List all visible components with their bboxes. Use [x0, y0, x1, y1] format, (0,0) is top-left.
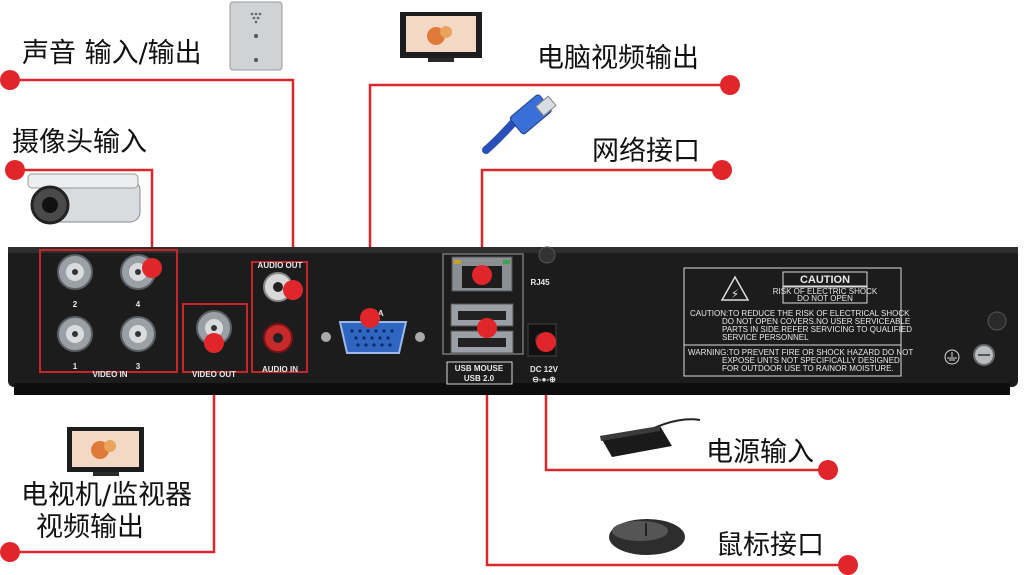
audio-out-label: AUDIO OUT: [258, 261, 303, 270]
usb-version-label: USB 2.0: [464, 374, 495, 383]
ground-icon: [944, 349, 960, 365]
power-in-dot: [818, 460, 838, 480]
rj45-port-dot: [472, 265, 492, 285]
warning-line-3: FOR OUTDOOR USE TO RAINOR MOISTURE.: [722, 364, 894, 373]
warning-line-1: WARNING:TO PREVENT FIRE OR SHOCK HAZARD …: [688, 348, 913, 357]
tv-out-dot: [0, 542, 20, 562]
caution-line-1: CAUTION:TO REDUCE THE RISK OF ELECTRICAL…: [690, 309, 910, 318]
video-out-label: VIDEO OUT: [192, 370, 236, 379]
pc-video-out-dot: [720, 75, 740, 95]
dc-port-dot: [536, 332, 556, 352]
bnc-connectors: [57, 254, 232, 352]
usb-port-dot: [477, 318, 497, 338]
label-pc-video-out: 电脑视频输出: [537, 43, 699, 74]
audio-device-icon: [229, 1, 283, 71]
bnc-label-3: 3: [136, 362, 141, 371]
video-in-label: VIDEO IN: [92, 370, 127, 379]
dc-polarity-label: ⊖-●-⊕: [532, 375, 556, 384]
network-cable-icon: [482, 94, 557, 154]
mouse-icon: [609, 519, 685, 555]
label-tv-out-line2: 视频输出: [36, 512, 144, 543]
camera-port-dot: [142, 258, 162, 278]
caution-label: ⚡: [683, 267, 902, 377]
audio-in-label: AUDIO IN: [262, 365, 298, 374]
vga-port-dot: [360, 308, 380, 328]
camera-in-dot: [5, 160, 25, 180]
bnc-label-1: 1: [73, 362, 78, 371]
svg-text:⚡: ⚡: [731, 287, 739, 301]
label-network: 网络接口: [592, 136, 700, 167]
caution-title: CAUTION: [800, 274, 850, 286]
audio-io-dot: [0, 70, 20, 90]
camera-icon: [27, 173, 141, 225]
label-mouse: 鼠标接口: [716, 530, 824, 561]
video-out-port-dot: [204, 333, 224, 353]
monitor-icon: [400, 12, 482, 62]
caution-box-line-1: RISK OF ELECTRIC SHOCK: [773, 287, 878, 296]
network-dot: [712, 160, 732, 180]
mouse-dot: [838, 555, 858, 575]
caution-line-3: PARTS IN SIDE.REFER SERVICING TO QUALIFI…: [722, 325, 912, 334]
power-adapter-icon: [600, 418, 701, 457]
warning-line-2: EXPOSE UNTS NOT SPECIFICALLY DESIGNED: [722, 356, 900, 365]
dc-label: DC 12V: [530, 365, 559, 374]
caution-box-line-2: DO NOT OPEN: [797, 294, 853, 303]
tv-icon: [67, 427, 144, 476]
caution-line-4: SERVICE PERSONNEL: [722, 333, 809, 342]
rj45-label: RJ45: [530, 278, 550, 287]
label-tv-out-line1: 电视机/监视器: [21, 480, 193, 511]
caution-line-2: DO NOT OPEN COVERS.NO USER SERVICEABLE: [722, 317, 910, 326]
ground-screw: [973, 344, 995, 366]
usb-mouse-label: USB MOUSE: [455, 364, 504, 373]
label-audio-io: 声音 输入/输出: [22, 38, 202, 69]
usb-ports: [450, 303, 514, 354]
label-power-in: 电源输入: [706, 437, 814, 468]
bnc-label-4: 4: [136, 300, 141, 309]
vga-port: [321, 321, 425, 354]
label-camera-in: 摄像头输入: [12, 127, 147, 158]
audio-port-dot: [283, 280, 303, 300]
bnc-label-2: 2: [73, 300, 78, 309]
